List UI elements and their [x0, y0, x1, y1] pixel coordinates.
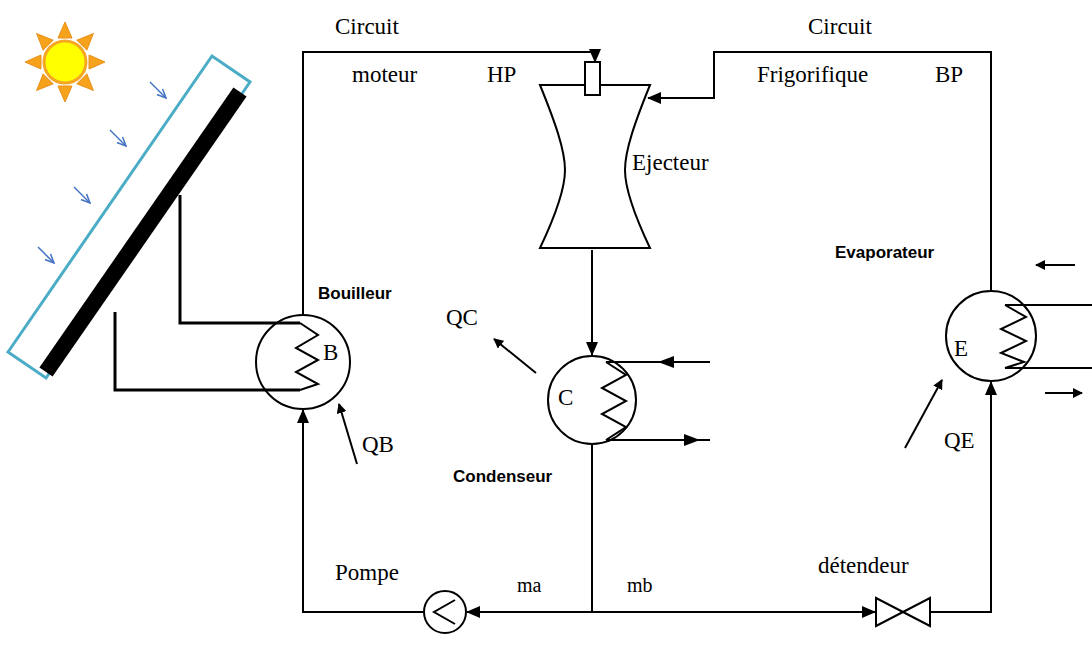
heat-arrow: [339, 404, 357, 464]
heat-arrow: [905, 380, 942, 448]
expansion-valve: détendeur: [875, 597, 931, 627]
part-name: détendeur: [818, 553, 909, 579]
absorber-plate: [46, 92, 240, 372]
flow-arrow: [1036, 264, 1075, 266]
pipe-connector: [591, 250, 593, 355]
heat-label: QC: [446, 305, 478, 331]
circuit-label: Frigorifique: [757, 62, 868, 88]
circuit-label: moteur: [352, 62, 417, 88]
boiler-coil: [296, 323, 318, 390]
circuit-label: Circuit: [808, 14, 872, 40]
expansion-valve-outline: [875, 597, 931, 627]
part-name: Evaporateur: [835, 243, 934, 263]
condenser-coil: [602, 362, 710, 440]
flow-arrow: [684, 434, 700, 446]
evaporator-coil: [1001, 305, 1092, 368]
part-letter: C: [558, 385, 573, 411]
pipe-connector: [931, 382, 991, 612]
flow-label: mb: [625, 574, 655, 597]
heat-arrow: [494, 339, 536, 373]
flow-label: ma: [515, 574, 543, 597]
part-name: Condenseur: [453, 467, 552, 487]
collector-pipes: [115, 195, 300, 390]
pipe-connector: [303, 52, 595, 314]
heat-label: QB: [362, 432, 394, 458]
pump-outline: [423, 590, 467, 634]
condenser: CCondenseur: [547, 355, 637, 445]
pressure-label: HP: [487, 62, 516, 88]
pipe-connector: [303, 410, 423, 612]
evaporator: EvaporateurE: [945, 290, 1037, 382]
ejector: Ejecteur: [540, 62, 650, 250]
part-letter: E: [954, 336, 968, 362]
flow-arrow: [1045, 392, 1082, 394]
part-name: Pompe: [335, 560, 399, 586]
heat-label: QE: [944, 428, 975, 454]
pipe-connector: [592, 445, 875, 612]
sun: [25, 22, 105, 102]
part-name: Bouilleur: [318, 284, 392, 304]
flow-arrow: [658, 356, 674, 368]
boiler: BouilleurB: [255, 314, 351, 410]
solar-collector: [8, 56, 250, 378]
part-letter: B: [323, 340, 338, 366]
pump: Pompe: [423, 590, 467, 634]
pressure-label: BP: [935, 62, 963, 88]
part-name: Ejecteur: [632, 150, 709, 176]
circuit-label: Circuit: [335, 14, 399, 40]
